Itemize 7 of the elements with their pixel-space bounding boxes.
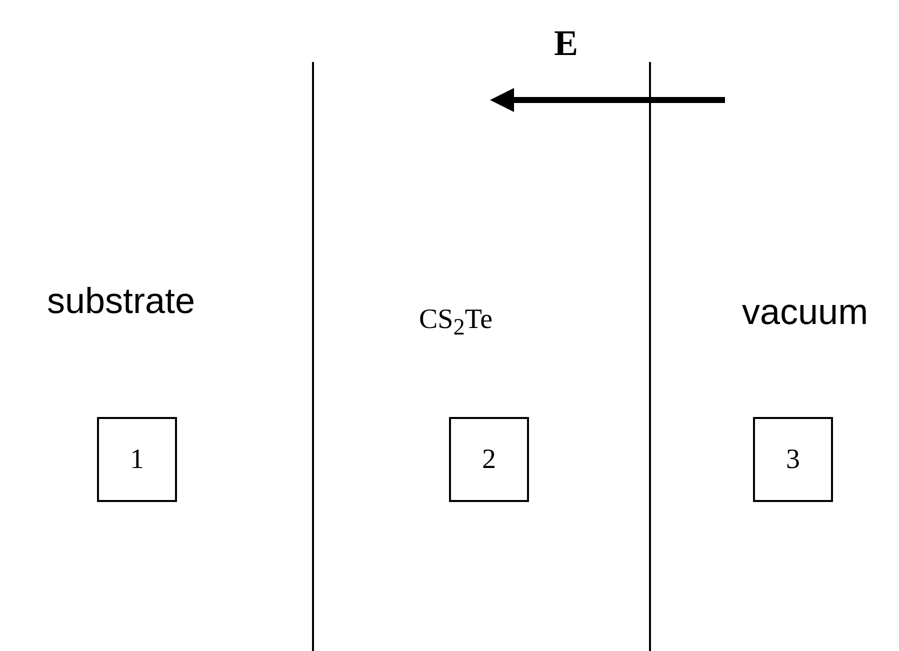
region-label: vacuum [742, 294, 868, 330]
number-box: 1 [97, 417, 177, 502]
region-label: CS$_{2}$Te [419, 306, 492, 340]
field-symbol: E [554, 25, 578, 61]
number-box: 3 [753, 417, 833, 502]
region-label: substrate [47, 283, 196, 319]
number-box: 2 [449, 417, 529, 502]
